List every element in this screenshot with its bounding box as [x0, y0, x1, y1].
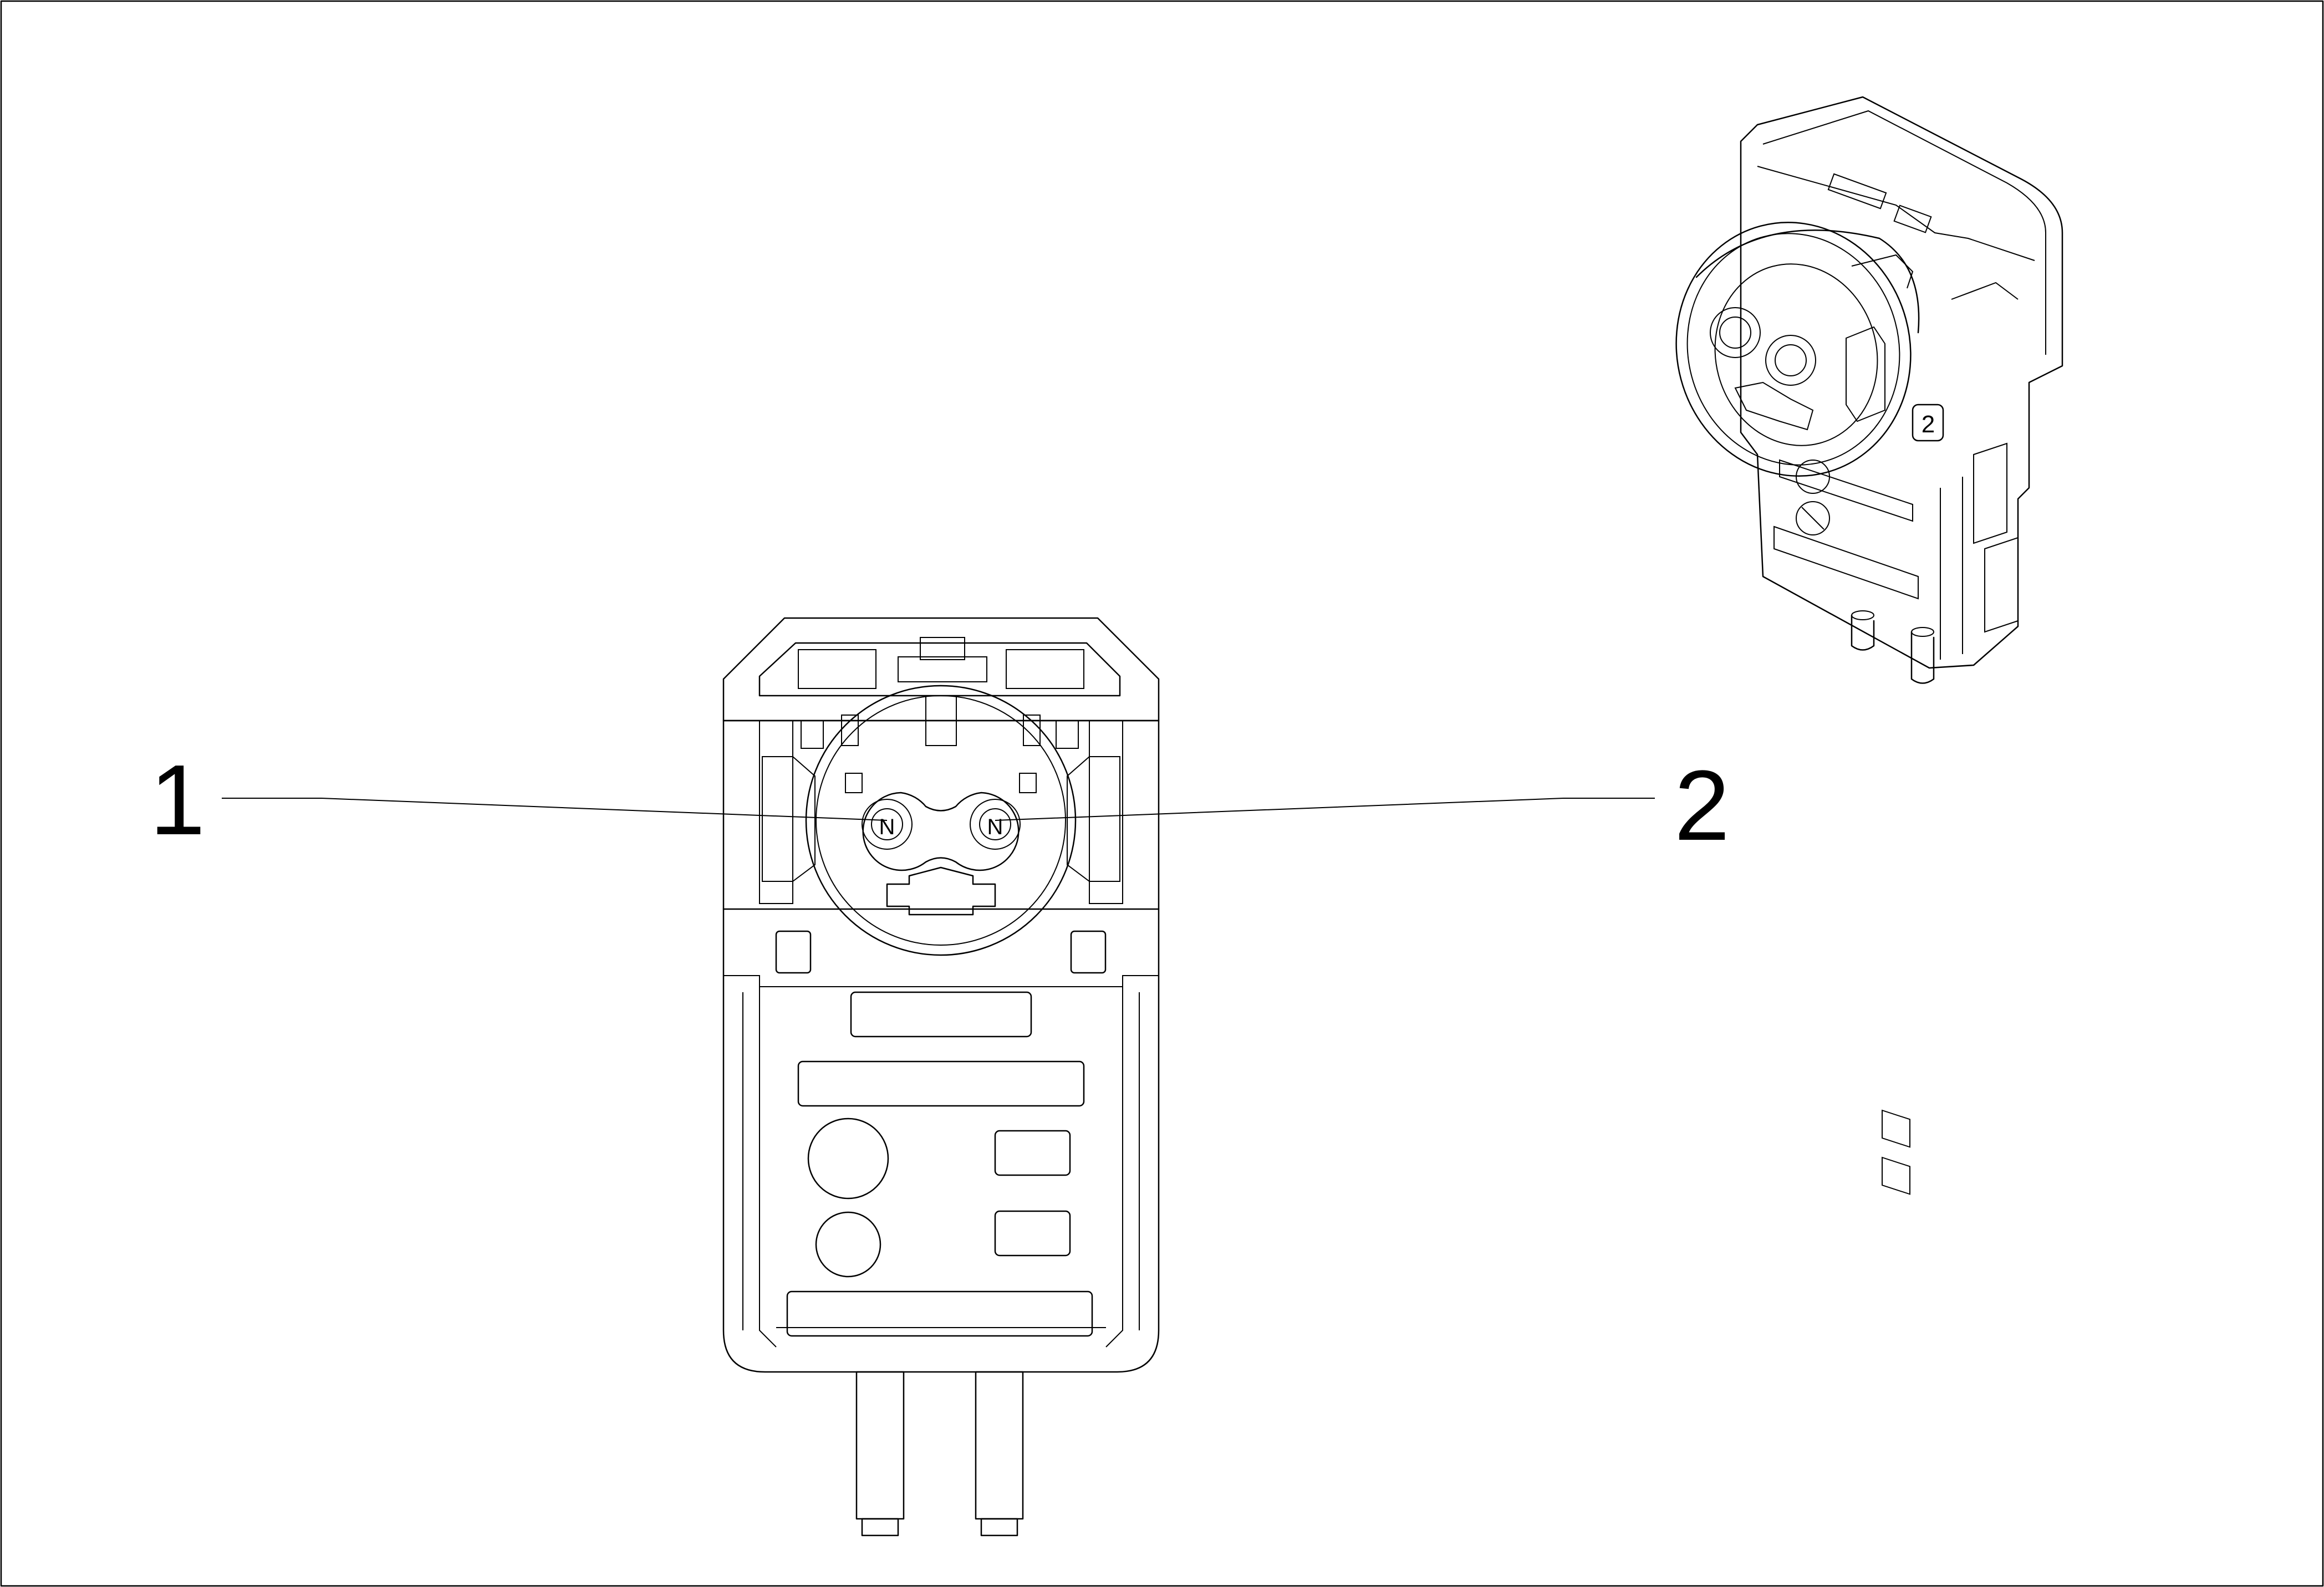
front-view-connector: N N [722, 617, 1160, 1537]
leader-line-2 [995, 798, 1655, 821]
callout-2: 2 [1674, 750, 1730, 861]
iso-pin-badge: 2 [1922, 411, 1935, 438]
pin-mark-1: N [879, 815, 895, 839]
isometric-view-connector: 2 [1675, 96, 2063, 1195]
leader-line-1 [222, 798, 888, 821]
callout-1: 1 [150, 744, 205, 856]
pin-mark-2: N [987, 815, 1003, 839]
